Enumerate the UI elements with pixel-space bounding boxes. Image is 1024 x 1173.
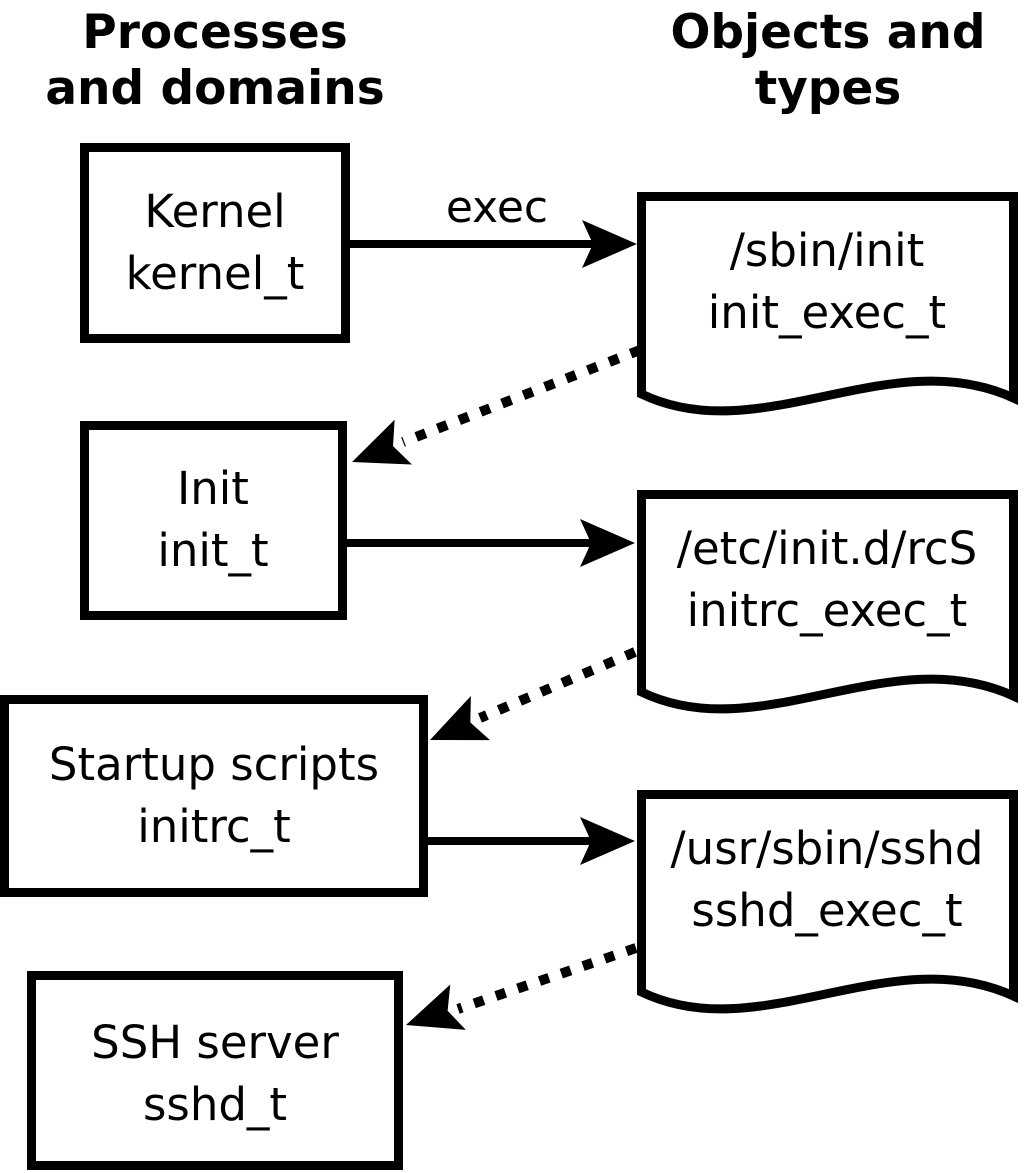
doc1-path: /sbin/init [730,224,925,277]
exec-arrow-label: exec [446,182,548,233]
arrowhead-icon [430,696,491,741]
startup-box-border [0,695,428,897]
startup-box-domain: initrc_t [137,800,291,853]
kernel-box-domain: kernel_t [126,247,305,300]
arrowhead-icon [582,220,637,268]
header-right-line1: Objects and [670,5,985,60]
kernel-box-name: Kernel [144,185,285,238]
ssh-box-name: SSH server [91,1016,339,1069]
transition-arrow-sshd [406,943,638,1030]
header-left-line2: and domains [45,61,384,116]
process-box-ssh-server: SSH server sshd_t [27,971,403,1170]
document-shape [637,490,1018,714]
object-doc-etc-initd-rcs: /etc/init.d/rcS initrc_exec_t [637,490,1018,714]
header-right-line2: types [755,61,902,116]
transition-arrow-init [352,345,642,465]
object-doc-usr-sbin-sshd: /usr/sbin/sshd sshd_exec_t [637,790,1018,1014]
exec-arrow-initrc-to-sshd [428,817,635,865]
exec-arrow-init-to-rcs [347,519,635,567]
doc2-type: initrc_exec_t [687,584,968,637]
doc1-type: init_exec_t [708,286,946,339]
init-box-name: Init [177,462,249,515]
startup-box-name: Startup scripts [49,738,379,791]
process-box-startup-scripts: Startup scripts initrc_t [0,695,428,897]
doc2-path: /etc/init.d/rcS [677,522,977,575]
document-shape [637,192,1018,416]
column-header-objects: Objects and types [670,5,985,116]
arrowhead-icon [580,817,635,865]
arrowhead-icon [406,984,466,1030]
document-shape [637,790,1018,1014]
doc3-type: sshd_exec_t [691,884,962,937]
process-box-kernel: Kernel kernel_t [80,143,350,343]
exec-arrow-kernel-to-init: exec [350,182,637,268]
ssh-box-border [27,971,403,1170]
transition-arrow-line [478,647,637,723]
transition-arrow-line [401,345,642,447]
transition-arrow-line [456,943,638,1014]
kernel-box-border [80,143,350,343]
doc3-path: /usr/sbin/sshd [671,822,984,875]
ssh-box-domain: sshd_t [143,1078,287,1131]
arrowhead-icon [580,519,635,567]
init-box-domain: init_t [157,524,268,577]
transition-arrow-initrc [430,647,637,741]
arrowhead-icon [352,419,412,465]
header-left-line1: Processes [82,5,347,60]
column-header-processes: Processes and domains [45,5,384,116]
object-doc-sbin-init: /sbin/init init_exec_t [637,192,1018,416]
init-box-border [80,421,347,620]
process-box-init: Init init_t [80,421,347,620]
